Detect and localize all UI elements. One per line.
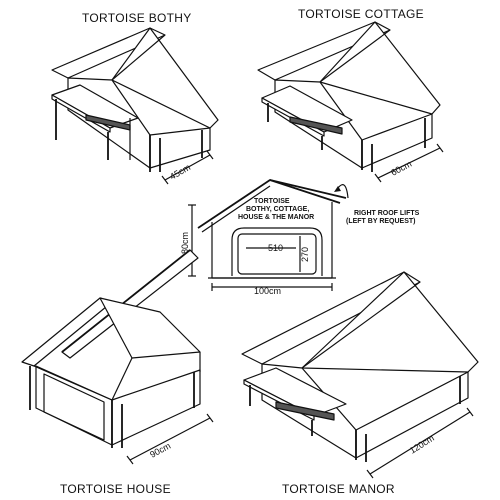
- center-label-line-2: BOTHY, COTTAGE,: [246, 206, 309, 213]
- cottage-drawing: [257, 21, 441, 172]
- front-width-dimension: 100cm: [211, 283, 333, 296]
- center-label-line-1: TORTOISE: [254, 198, 290, 205]
- cottage-depth-label: 60cm: [389, 159, 413, 178]
- manor-depth-label: 120cm: [408, 433, 436, 456]
- bothy-drawing: [51, 27, 219, 172]
- center-label: TORTOISE BOTHY, COTTAGE, HOUSE & THE MAN…: [238, 198, 314, 221]
- roof-note-line-1: RIGHT ROOF LIFTS: [354, 210, 420, 217]
- house-drawing: [21, 249, 201, 448]
- bothy-depth-label: 45cm: [168, 162, 192, 182]
- door-height-label: 270: [300, 247, 310, 262]
- front-height-label: 80cm: [180, 232, 190, 254]
- front-elevation-drawing: [197, 179, 347, 279]
- roof-note-line-2: (LEFT BY REQUEST): [346, 218, 415, 225]
- door-width-label: 510: [268, 243, 283, 253]
- bothy-title: TORTOISE BOTHY: [82, 11, 192, 25]
- front-width-label: 100cm: [254, 286, 281, 296]
- cottage-title: TORTOISE COTTAGE: [298, 7, 424, 21]
- roof-note: RIGHT ROOF LIFTS (LEFT BY REQUEST): [334, 184, 420, 225]
- center-label-line-3: HOUSE & THE MANOR: [238, 214, 314, 221]
- house-title: TORTOISE HOUSE: [60, 482, 171, 496]
- house-depth-label: 90cm: [148, 441, 172, 460]
- front-height-dimension: 80cm: [180, 204, 196, 277]
- manor-title: TORTOISE MANOR: [282, 482, 395, 496]
- manor-drawing: [241, 271, 479, 462]
